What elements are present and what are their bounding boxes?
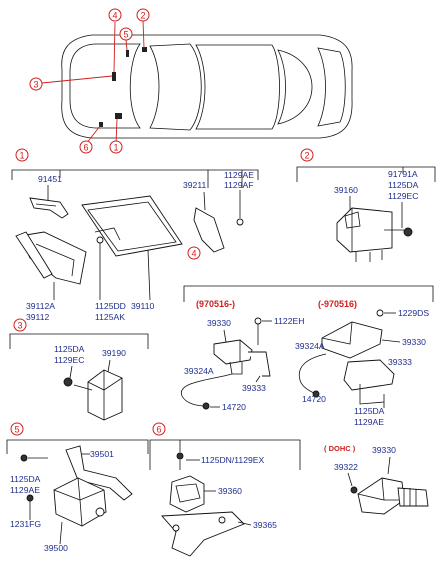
part-number-39365: 39365	[253, 520, 277, 530]
svg-text:3: 3	[33, 80, 38, 90]
section-1: 1 91451 39211 1129AE 1129AF 39112A 39112…	[11, 148, 259, 322]
part-number-14720-right: 14720	[302, 394, 326, 404]
part-number-1125DN-1129EX: 1125DN/1129EX	[201, 455, 264, 465]
part-number-39333-right: 39333	[388, 357, 412, 367]
part-number-39330-right: 39330	[402, 337, 426, 347]
part-number-39330-dohc: 39330	[372, 445, 396, 455]
dohc-tag: ( DOHC )	[324, 444, 356, 453]
part-number-39112A: 39112A	[26, 301, 55, 311]
callout-marker-4: 4	[108, 8, 122, 22]
part-number-39112: 39112	[26, 312, 49, 322]
dohc-section: ( DOHC ) 39330 39322	[324, 444, 429, 515]
part-number-1125DA-s4: 1125DA	[354, 406, 385, 416]
part-number-39324A-right: 39324A	[295, 341, 325, 351]
part-number-39160: 39160	[334, 185, 358, 195]
part-number-1129EC: 1129EC	[388, 191, 418, 201]
svg-text:4: 4	[112, 11, 117, 21]
svg-text:6: 6	[83, 143, 88, 153]
part-number-91451: 91451	[38, 174, 62, 184]
part-number-1231FG: 1231FG	[10, 519, 41, 529]
part-number-39360: 39360	[218, 486, 242, 496]
callout-marker-2: 2	[136, 8, 150, 22]
part-number-1129AE-s5: 1129AE	[10, 485, 40, 495]
part-number-1129AF: 1129AF	[224, 180, 253, 190]
section-6: 6 1125DN/1129EX 39360 39365	[149, 422, 301, 557]
section-2: 2 91791A 1125DA 1129EC 39160	[296, 148, 436, 262]
part-number-1129EC-s3: 1129EC	[54, 355, 84, 365]
callout-marker-6: 6	[79, 140, 93, 154]
section-3-number: 3	[17, 321, 22, 331]
svg-text:5: 5	[123, 30, 128, 40]
part-number-1129AE: 1129AE	[224, 170, 254, 180]
svg-text:2: 2	[140, 11, 145, 21]
part-number-39110: 39110	[131, 301, 154, 311]
section-4: 4 (970516-) (-970516) 1122EH 39330 39324…	[181, 246, 434, 427]
part-number-39190: 39190	[102, 348, 126, 358]
part-number-39211: 39211	[183, 180, 206, 190]
range-label-new: (970516-)	[196, 299, 235, 309]
part-number-39500: 39500	[44, 543, 68, 553]
part-number-39330-left: 39330	[207, 318, 231, 328]
section-3: 3 1125DA 1129EC 39190	[9, 318, 149, 421]
section-2-number: 2	[304, 151, 309, 161]
part-number-39501: 39501	[90, 449, 114, 459]
part-number-1122EH: 1122EH	[274, 316, 304, 326]
callout-marker-3: 3	[29, 77, 43, 91]
part-number-39333-left: 39333	[242, 383, 266, 393]
section-1-number: 1	[19, 151, 24, 161]
callout-marker-5: 5	[119, 27, 133, 41]
part-number-39324A-left: 39324A	[184, 366, 214, 376]
callout-marker-1: 1	[109, 140, 123, 154]
range-label-old: (-970516)	[318, 299, 357, 309]
part-number-1125DA-s5: 1125DA	[10, 474, 41, 484]
part-number-1125DA: 1125DA	[388, 180, 419, 190]
part-number-1125AK: 1125AK	[95, 312, 125, 322]
part-number-14720-left: 14720	[222, 402, 246, 412]
part-number-1125DA-s3: 1125DA	[54, 344, 85, 354]
section-6-number: 6	[156, 425, 161, 435]
section-4-number: 4	[191, 249, 196, 259]
part-number-1229DS: 1229DS	[398, 308, 429, 318]
part-number-39322: 39322	[334, 462, 358, 472]
section-5: 5 39501 1125DA 1129AE 1231FG 39500	[6, 422, 149, 553]
svg-text:1: 1	[113, 143, 118, 153]
part-number-1129AE-s4: 1129AE	[354, 417, 384, 427]
part-number-91791A: 91791A	[388, 169, 418, 179]
section-5-number: 5	[14, 425, 19, 435]
part-number-1125DD: 1125DD	[95, 301, 126, 311]
car-top-view	[61, 34, 353, 139]
